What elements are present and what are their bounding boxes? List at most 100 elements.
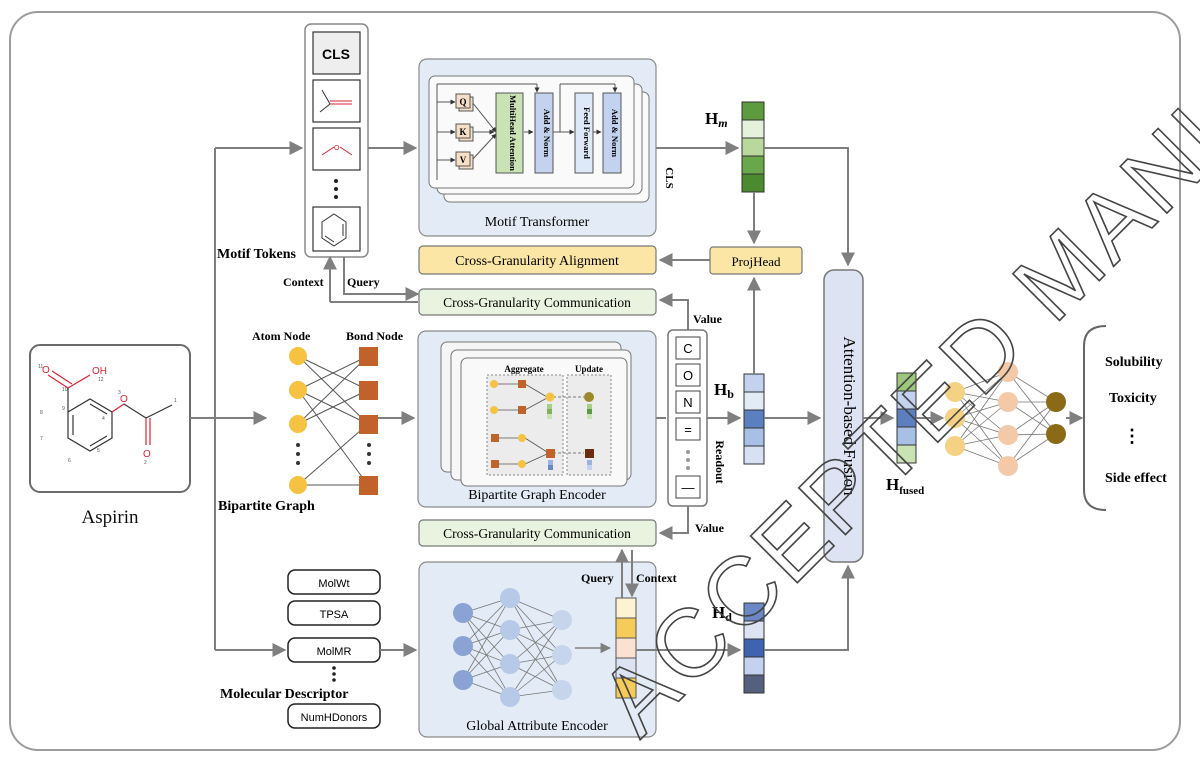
readout-column: C O N = — — [667, 329, 708, 507]
readout-token-single: — — [682, 480, 695, 495]
atom-index-7: 7 — [40, 436, 43, 442]
value-label-bottom: Value — [695, 521, 725, 535]
molecule-panel: O OH O O 11 12 10 9 8 7 6 5 4 3 2 1 Aspi… — [29, 344, 191, 528]
alignment-label: Cross-Granularity Alignment — [455, 254, 619, 269]
bipartite-edges — [297, 355, 369, 486]
arrow-hm-to-fusion — [764, 147, 855, 267]
hd-vector — [743, 602, 765, 694]
bipartite-encoder-title: Bipartite Graph Encoder — [468, 488, 606, 503]
value-line-top — [658, 293, 689, 330]
motif-token-benzene — [312, 206, 361, 252]
bond-ellipsis — [367, 443, 371, 465]
atom-label-o3: O — [143, 449, 151, 460]
output-solubility: Solubility — [1105, 355, 1163, 370]
arrow-hd-to-fusion — [764, 564, 855, 651]
descriptor-list: MolWt TPSA MolMR NumHDonors — [287, 569, 381, 729]
query-label-top: Query — [347, 275, 380, 289]
add-norm-box-1 — [534, 92, 554, 174]
multihead-attention-label: MultiHead Attention — [508, 95, 518, 171]
bipartite-graph-label: Bipartite Graph — [218, 499, 315, 514]
atom-label-o2: O — [120, 394, 128, 405]
context-label-top: Context — [283, 275, 324, 289]
atom-index-10: 10 — [62, 387, 68, 393]
atom-index-4: 4 — [102, 416, 105, 422]
output-ellipsis: ⋮ — [1123, 426, 1141, 446]
atom-label-oh: OH — [92, 366, 107, 377]
descriptor-numhdonors — [287, 703, 381, 729]
readout-token-double: = — [684, 422, 692, 437]
atom-index-12: 12 — [98, 377, 104, 383]
atom-index-2: 2 — [144, 460, 147, 466]
communication-label-top: Cross-Granularity Communication — [443, 295, 631, 310]
add-norm-box-2 — [602, 92, 622, 174]
aggregate-label: Aggregate — [504, 364, 543, 374]
descriptor-molwt-label: MolWt — [318, 578, 349, 590]
multihead-attention-box — [495, 92, 524, 174]
global-encoder-title: Global Attribute Encoder — [466, 719, 608, 734]
svg-text:O: O — [334, 145, 340, 152]
atom-index-9: 9 — [62, 406, 65, 412]
bipartite-encoder-block: Aggregate Update Bipartite Gra — [417, 330, 657, 508]
context-query-lines-top — [323, 255, 420, 303]
q-label: Q — [459, 97, 466, 107]
atom-index-11: 11 — [38, 364, 43, 370]
bond-nodes — [359, 347, 378, 495]
value-line-bottom — [658, 506, 689, 540]
global-encoder-block: Global Attribute Encoder — [418, 561, 657, 738]
atom-ellipsis — [296, 443, 300, 465]
readout-token-n: N — [683, 395, 692, 410]
cls-token-label: CLS — [322, 46, 350, 62]
value-label-top: Value — [693, 312, 723, 326]
hd-label: Hd — [712, 603, 732, 624]
context-label-bottom: Context — [636, 571, 677, 585]
alignment-box — [418, 245, 657, 275]
atom-index-6: 6 — [68, 458, 71, 464]
descriptor-numhdonors-label: NumHDonors — [301, 712, 368, 724]
motif-token-column: CLS O — [304, 23, 369, 258]
update-label: Update — [575, 364, 603, 374]
atom-nodes — [289, 347, 307, 494]
descriptor-tpsa-label: TPSA — [320, 609, 349, 621]
bond-node-label: Bond Node — [346, 329, 404, 343]
outer-frame — [9, 11, 1181, 751]
readout-label: Readout — [713, 440, 727, 483]
feed-forward-box — [574, 92, 594, 174]
add-norm-label-1: Add & Norm — [542, 109, 552, 157]
readout-token-c: C — [683, 341, 692, 356]
feed-forward-label: Feed Forward — [582, 107, 592, 159]
hm-label: Hm — [705, 109, 728, 130]
add-norm-label-2: Add & Norm — [610, 109, 620, 157]
fusion-box — [823, 269, 864, 563]
molecule-name: Aspirin — [82, 507, 140, 528]
motif-transformer-block: Q K V MultiHead Attention Add & Norm Fee… — [418, 58, 657, 237]
hfused-label: Hfused — [886, 475, 924, 497]
v-label: V — [460, 155, 467, 165]
atom-label-o1: O — [42, 365, 50, 376]
descriptor-tpsa — [287, 600, 381, 626]
motif-token-ether — [312, 127, 361, 171]
input-arrows — [190, 141, 304, 657]
communication-box-top — [418, 288, 657, 316]
prediction-mlp — [945, 362, 1084, 476]
aspirin-structure — [47, 370, 173, 452]
context-query-lines-bottom — [615, 548, 639, 598]
descriptor-molwt — [287, 569, 381, 595]
hfused-vector — [896, 372, 917, 464]
k-label: K — [459, 127, 466, 137]
atom-node-label: Atom Node — [252, 329, 311, 343]
projhead-label: ProjHead — [731, 254, 781, 269]
atom-index-3: 3 — [118, 390, 121, 396]
cls-token — [312, 31, 361, 75]
hb-label: Hb — [714, 380, 734, 401]
motif-tokens-label: Motif Tokens — [217, 247, 297, 262]
output-bracket — [1083, 325, 1107, 511]
atom-index-1: 1 — [174, 398, 177, 404]
cls-out-label: CLS — [663, 167, 675, 188]
fusion-label: Attention-based Fusion — [840, 336, 859, 496]
output-side-effect: Side effect — [1105, 471, 1167, 486]
query-label-bottom: Query — [581, 571, 614, 585]
hm-vector — [741, 101, 765, 193]
atom-index-5: 5 — [97, 448, 100, 454]
hb-vector — [743, 373, 765, 465]
